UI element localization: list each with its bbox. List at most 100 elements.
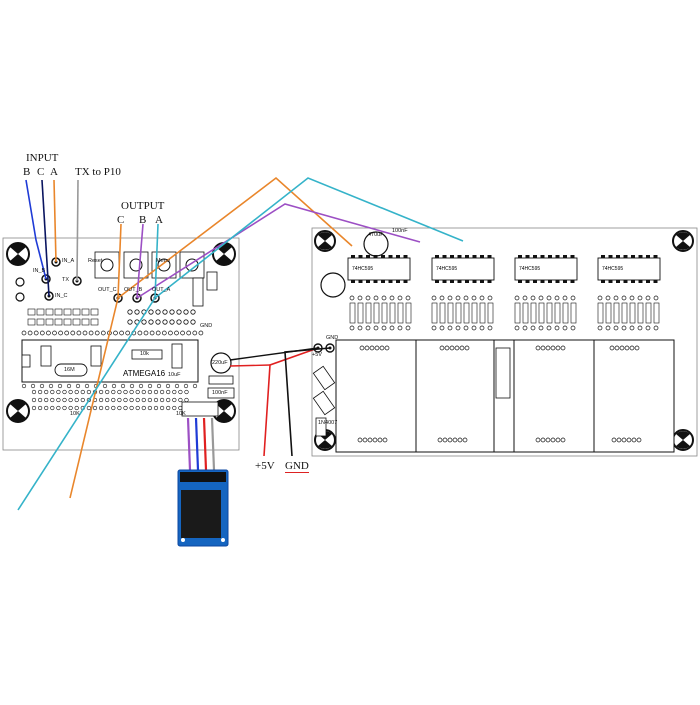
connector-pin: [357, 437, 363, 443]
chip-pin: [465, 255, 469, 258]
resistor-pad: [613, 325, 619, 331]
chip-pin: [616, 280, 620, 283]
chip-pin: [358, 280, 363, 283]
header-pin: [62, 397, 67, 403]
header-pin: [31, 405, 37, 411]
resistor: [471, 302, 478, 324]
resistor-pad: [653, 325, 659, 331]
resistor: [613, 302, 620, 324]
header-pin: [74, 397, 79, 403]
res10k-bottom-2: 10K: [176, 411, 186, 417]
header-pin: [68, 389, 73, 395]
header-pin: [190, 309, 196, 315]
left-bottom-pins: [21, 383, 198, 411]
chip-pin: [601, 280, 605, 283]
header-pin: [102, 383, 108, 389]
header-pin: [120, 383, 126, 389]
resistor-pad: [397, 295, 403, 301]
connector-pin: [616, 437, 622, 443]
resistor-pad: [530, 325, 536, 331]
resistor: [63, 318, 72, 326]
header-pin: [111, 397, 116, 403]
connector-pin: [634, 345, 640, 351]
header-pin: [44, 397, 49, 403]
mounting-hole-icon: [314, 230, 336, 252]
resistor-pad: [621, 325, 627, 331]
connector-pin: [626, 437, 632, 443]
resistor: [81, 318, 90, 326]
cap100nf-left-label: 100nF: [212, 390, 228, 396]
header-pin: [74, 389, 79, 395]
header-pin: [129, 397, 134, 403]
resistor: [530, 302, 537, 324]
resistor: [357, 302, 364, 324]
header-pin: [141, 397, 146, 403]
header-pin: [62, 389, 67, 395]
resistor-pad: [479, 295, 485, 301]
header-pin: [50, 389, 55, 395]
header-pin: [119, 330, 124, 336]
chip-pin: [480, 255, 484, 258]
header-pin: [153, 389, 159, 395]
chip-pin: [442, 280, 447, 283]
header-pin: [33, 330, 39, 336]
resistor-pad: [381, 295, 387, 301]
chip-pin: [540, 280, 545, 283]
header-pin: [190, 319, 196, 325]
chip-pin: [487, 280, 492, 283]
right-pcb: [311, 227, 698, 457]
resistor: [72, 318, 81, 326]
output-title: OUTPUT: [121, 200, 165, 212]
header-pin: [183, 383, 189, 389]
tx-label: TX to P10: [75, 166, 121, 178]
header-pin: [46, 330, 51, 336]
connector-pin: [619, 345, 625, 351]
header-pin: [113, 330, 118, 336]
wire-out-a-long: [154, 177, 464, 299]
resistor: [36, 318, 45, 326]
header-pin: [48, 383, 54, 389]
wire-display-1: [186, 417, 192, 471]
header-pin: [86, 389, 91, 395]
header-pin: [100, 330, 106, 336]
resistor-pad: [562, 325, 568, 331]
connector-pin: [545, 345, 551, 351]
wire-out-a: [154, 223, 159, 299]
header-pin: [166, 397, 171, 403]
resistor: [597, 302, 604, 324]
chip-pin: [403, 280, 408, 283]
chip-pin: [396, 280, 400, 283]
resistor-pad: [546, 325, 552, 331]
connector-pin: [374, 345, 380, 351]
resistor: [439, 302, 446, 324]
header-pin: [56, 405, 61, 411]
chip-pin: [533, 280, 537, 283]
connector-pin: [611, 437, 617, 443]
chip-pin: [358, 255, 363, 258]
resistor-pad: [381, 325, 387, 331]
chip-pin: [457, 255, 462, 258]
header-pin: [127, 319, 133, 325]
header-pin: [84, 383, 90, 389]
connector-pin: [377, 437, 383, 443]
plus5v-label: +5V: [255, 460, 275, 472]
mounting-hole-icon: [672, 429, 694, 451]
header-pin: [125, 330, 131, 336]
header-pin: [105, 397, 110, 403]
wire-out-b: [136, 223, 144, 299]
header-pin: [174, 330, 179, 336]
wire-display-2: [194, 417, 200, 471]
wire-out-b-long: [136, 203, 421, 299]
header-pin: [105, 405, 110, 411]
header-pin: [134, 309, 140, 315]
resistor-pad: [621, 295, 627, 301]
resistor: [522, 302, 529, 324]
wire-out-c-tail: [69, 297, 119, 499]
connector-pin: [550, 345, 556, 351]
header-pin: [68, 397, 73, 403]
chip-pin: [351, 280, 355, 283]
resistor-pad: [487, 295, 493, 301]
mode-label: Menu: [156, 258, 170, 264]
chip-pin: [465, 280, 469, 283]
header-pin: [123, 389, 128, 395]
